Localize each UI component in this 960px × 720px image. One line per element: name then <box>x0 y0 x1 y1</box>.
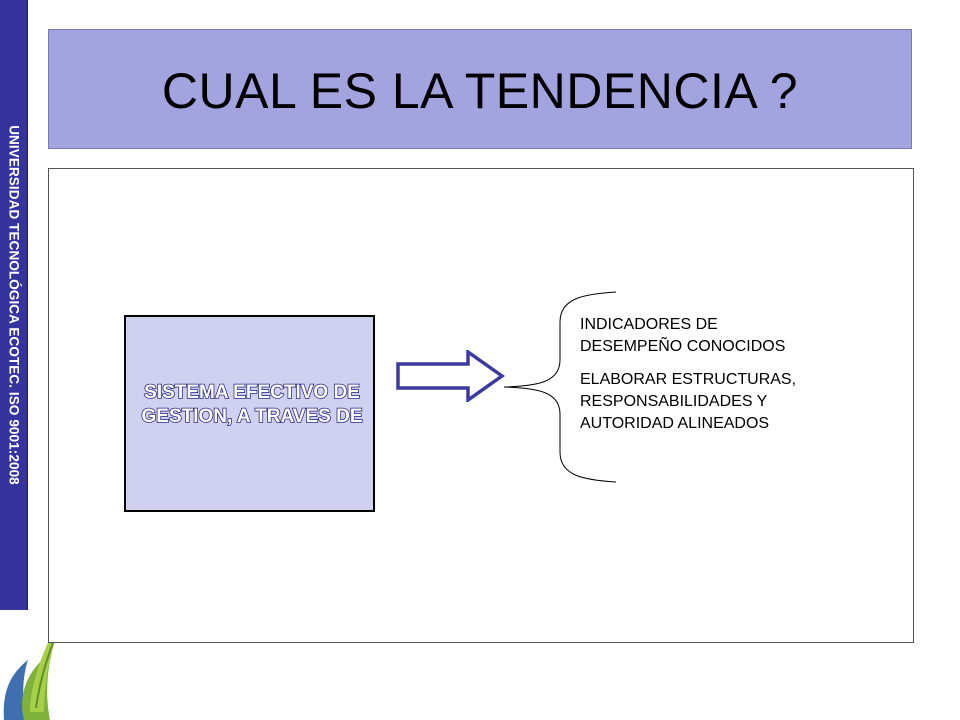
list-item-line: AUTORIDAD ALINEADOS <box>580 415 770 432</box>
list-item-line: DESEMPEÑO CONOCIDOS <box>580 338 786 355</box>
system-box-line-2: GESTION, A TRAVES DE <box>141 405 364 428</box>
slide-title: CUAL ES LA TENDENCIA ? <box>161 63 799 119</box>
list-item: ELABORAR ESTRUCTURAS, RESPONSABILIDADES … <box>580 369 860 435</box>
side-banner: UNIVERSIDAD TECNOLÓGICA ECOTEC. ISO 9001… <box>0 0 28 610</box>
list-item: INDICADORES DE DESEMPEÑO CONOCIDOS <box>580 314 860 358</box>
list-item-line: INDICADORES DE <box>580 316 718 333</box>
list-item-line: RESPONSABILIDADES Y <box>580 393 768 410</box>
curly-brace-icon <box>503 291 617 483</box>
system-box <box>124 315 375 512</box>
system-box-text: SISTEMA EFECTIVO DE GESTION, A TRAVES DE <box>126 381 378 429</box>
list-item-line: ELABORAR ESTRUCTURAS, <box>580 371 797 388</box>
side-banner-text: UNIVERSIDAD TECNOLÓGICA ECOTEC. ISO 9001… <box>6 125 21 485</box>
title-bar: CUAL ES LA TENDENCIA ? <box>48 29 912 149</box>
system-box-line-1: SISTEMA EFECTIVO DE <box>143 381 360 404</box>
right-arrow-icon <box>396 350 506 402</box>
